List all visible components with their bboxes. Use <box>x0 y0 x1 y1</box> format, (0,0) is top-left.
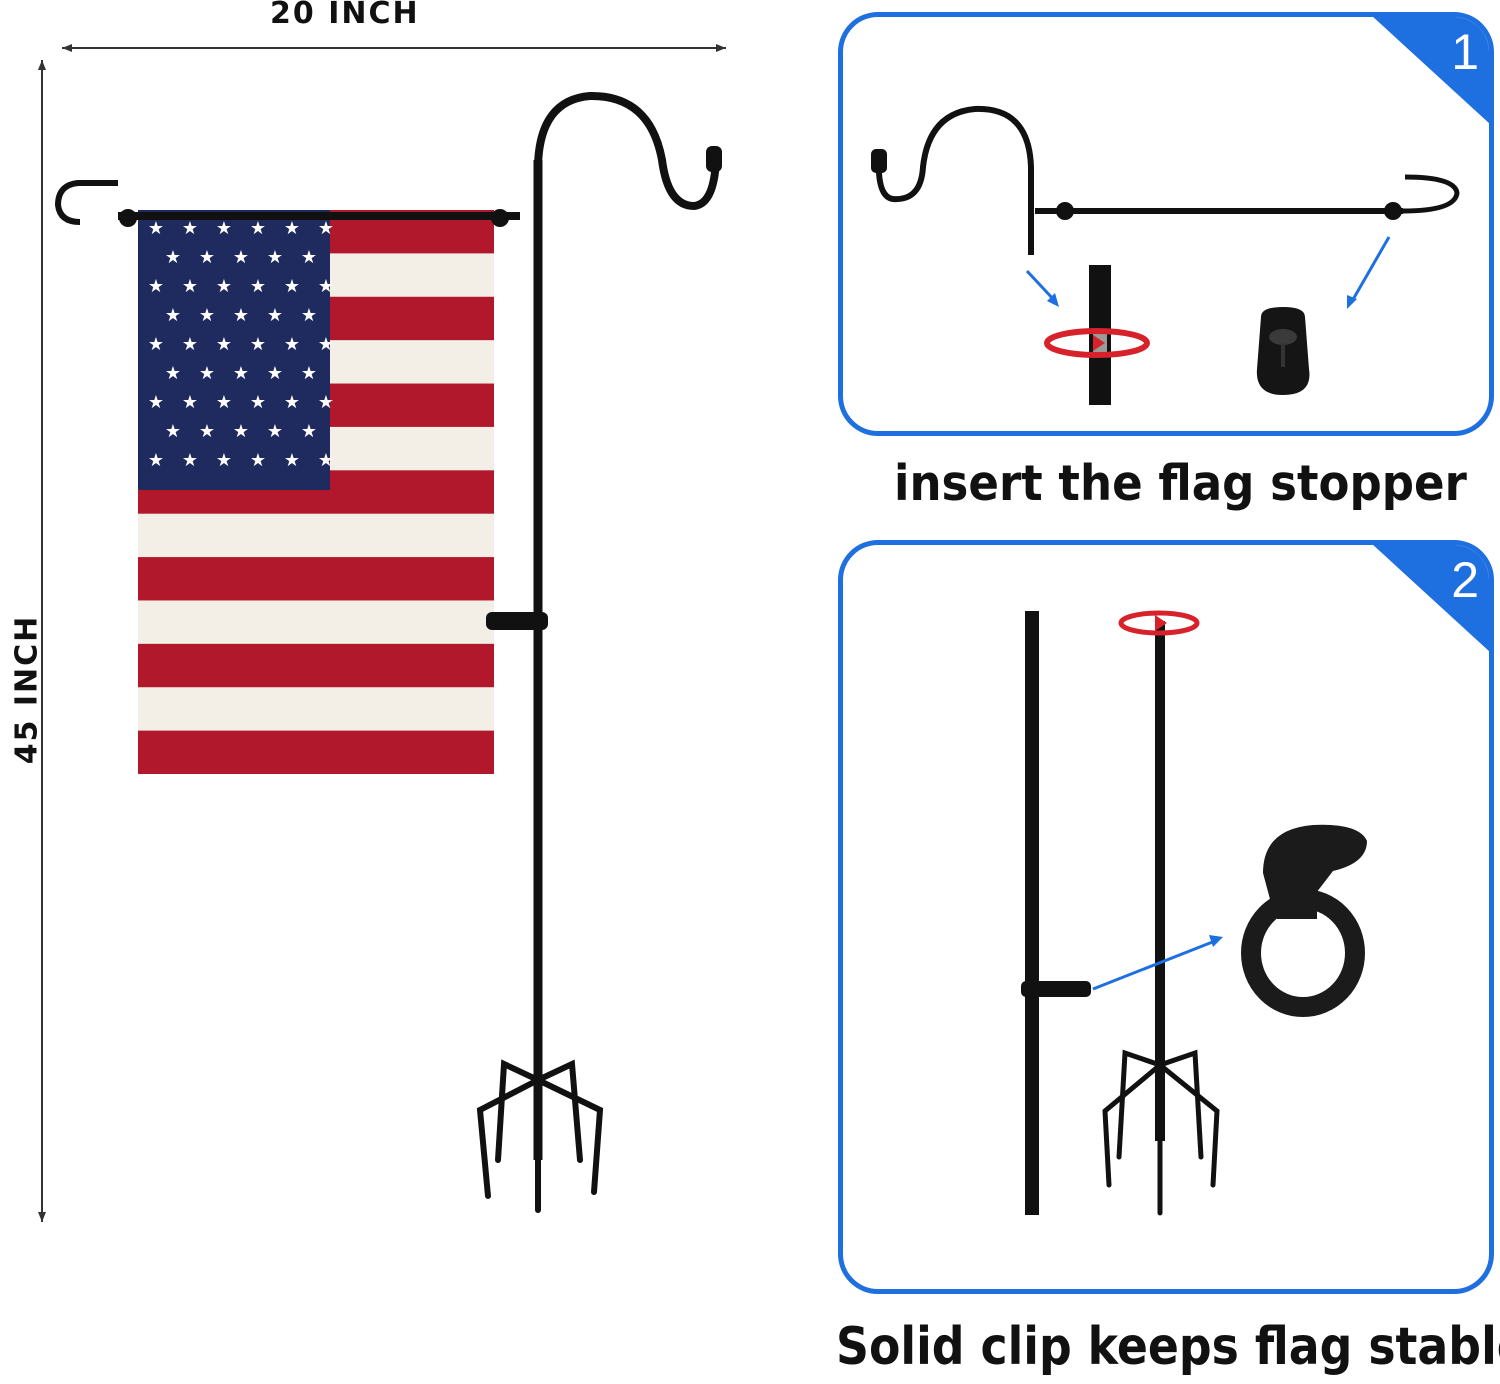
svg-text:★: ★ <box>216 450 232 471</box>
svg-text:★: ★ <box>318 392 334 413</box>
svg-text:★: ★ <box>301 421 317 442</box>
svg-text:★: ★ <box>267 363 283 384</box>
svg-text:★: ★ <box>318 218 334 239</box>
step-badge-1 <box>1373 17 1489 124</box>
step-number-1: 1 <box>1451 24 1479 80</box>
svg-text:★: ★ <box>233 363 249 384</box>
svg-text:★: ★ <box>165 421 181 442</box>
svg-text:★: ★ <box>250 334 266 355</box>
svg-text:★: ★ <box>318 450 334 471</box>
svg-text:★: ★ <box>250 218 266 239</box>
svg-text:★: ★ <box>267 421 283 442</box>
svg-text:★: ★ <box>301 363 317 384</box>
svg-text:★: ★ <box>182 392 198 413</box>
american-flag-icon: ★★★★★★★★★★★★★★★★★★★★★★★★★★★★★★★★★★★★★★★★… <box>138 210 494 774</box>
step-1-panel: 1 <box>838 12 1494 436</box>
svg-text:★: ★ <box>318 334 334 355</box>
svg-text:★: ★ <box>250 450 266 471</box>
svg-text:★: ★ <box>199 363 215 384</box>
svg-text:★: ★ <box>148 218 164 239</box>
svg-text:★: ★ <box>165 247 181 268</box>
step-2-caption: Solid clip keeps flag stable <box>836 1317 1500 1377</box>
svg-text:★: ★ <box>284 392 300 413</box>
flag-stopper-icon <box>871 105 1460 405</box>
svg-text:★: ★ <box>284 276 300 297</box>
svg-text:★: ★ <box>182 218 198 239</box>
svg-text:★: ★ <box>301 247 317 268</box>
svg-text:★: ★ <box>165 305 181 326</box>
svg-text:★: ★ <box>148 276 164 297</box>
step-number-2: 2 <box>1451 552 1479 608</box>
svg-text:★: ★ <box>267 247 283 268</box>
svg-text:★: ★ <box>233 247 249 268</box>
svg-text:★: ★ <box>199 247 215 268</box>
svg-text:★: ★ <box>318 276 334 297</box>
svg-text:★: ★ <box>284 218 300 239</box>
svg-text:★: ★ <box>199 305 215 326</box>
step-badge-2 <box>1373 545 1489 652</box>
svg-text:★: ★ <box>148 334 164 355</box>
svg-text:★: ★ <box>250 276 266 297</box>
svg-text:★: ★ <box>148 450 164 471</box>
svg-text:★: ★ <box>182 334 198 355</box>
svg-text:★: ★ <box>216 334 232 355</box>
svg-text:★: ★ <box>233 305 249 326</box>
svg-text:★: ★ <box>165 363 181 384</box>
width-dimension-label: 20 INCH <box>270 0 420 31</box>
svg-text:★: ★ <box>216 218 232 239</box>
svg-text:★: ★ <box>301 305 317 326</box>
svg-text:★: ★ <box>250 392 266 413</box>
anti-wind-clip-icon <box>1021 610 1367 1216</box>
svg-text:★: ★ <box>284 334 300 355</box>
svg-text:★: ★ <box>216 392 232 413</box>
step-2-panel: 2 <box>838 540 1494 1294</box>
svg-text:★: ★ <box>284 450 300 471</box>
svg-text:★: ★ <box>267 305 283 326</box>
svg-text:★: ★ <box>216 276 232 297</box>
svg-text:★: ★ <box>182 276 198 297</box>
step-1-caption: insert the flag stopper <box>894 455 1467 512</box>
svg-text:★: ★ <box>182 450 198 471</box>
svg-text:★: ★ <box>199 421 215 442</box>
svg-text:★: ★ <box>148 392 164 413</box>
svg-text:★: ★ <box>233 421 249 442</box>
